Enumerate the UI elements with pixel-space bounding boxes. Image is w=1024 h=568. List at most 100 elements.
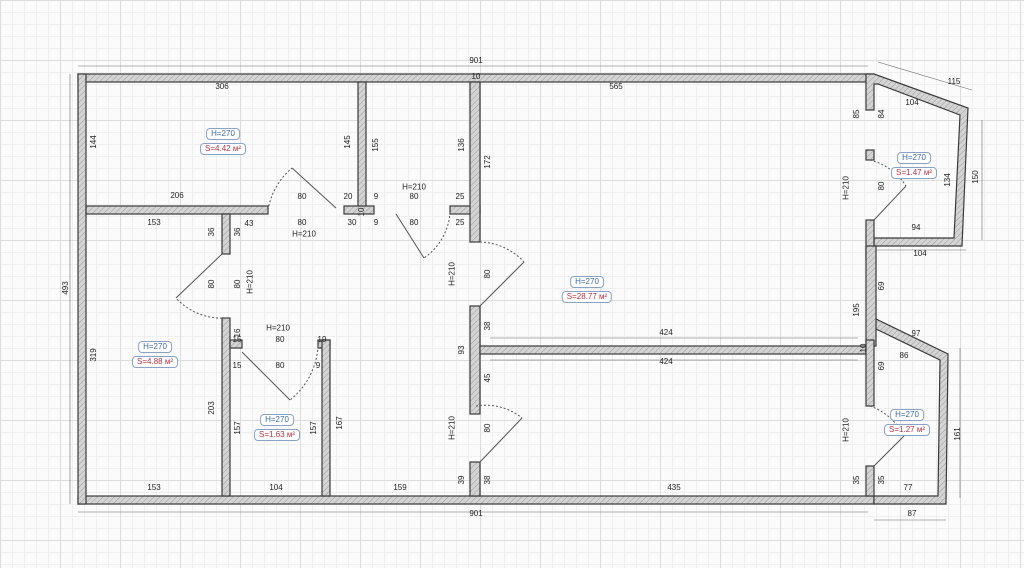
dim-80a: 80 xyxy=(297,192,307,201)
dim-25b: 25 xyxy=(455,218,465,227)
dim-77: 77 xyxy=(903,483,913,492)
wall-r1-bottom-left xyxy=(85,205,269,215)
dim-43: 43 xyxy=(244,219,254,228)
door-height-label: H=210 xyxy=(447,416,457,440)
dim-80i: 80 xyxy=(483,269,492,279)
wall-corr-right-mid xyxy=(469,305,481,415)
dim-bay-top-right: 150 xyxy=(971,170,980,184)
walls xyxy=(77,73,969,505)
dim-36b: 36 xyxy=(233,227,242,237)
door-swing xyxy=(175,253,227,319)
dim-424b: 424 xyxy=(659,357,673,366)
door-height-label: H=210 xyxy=(266,323,290,333)
dim-9b: 9 xyxy=(373,218,379,227)
dim-bay-bottom-bottom: 87 xyxy=(907,509,917,518)
door-swing xyxy=(869,405,905,467)
room-area-label: S=1.47 м² xyxy=(891,167,937,179)
dim-10a: 10 xyxy=(357,207,366,217)
dim-25a: 25 xyxy=(455,192,465,201)
dim-144: 144 xyxy=(89,135,98,149)
dim-bay-top-top: 115 xyxy=(947,77,961,86)
dim-145: 145 xyxy=(343,135,352,149)
dim-80j: 80 xyxy=(483,423,492,433)
room-height-label: H=270 xyxy=(897,152,931,164)
dim-35b: 35 xyxy=(877,475,886,485)
door-height-label: H=210 xyxy=(292,229,316,239)
wall-bay-top xyxy=(865,73,969,247)
dim-9c: 9 xyxy=(315,361,321,370)
room-area-label: S=1.27 м² xyxy=(884,424,930,436)
wall-outer-left xyxy=(77,73,87,505)
dim-80f: 80 xyxy=(233,279,242,289)
dim-206: 206 xyxy=(170,191,184,200)
dim-424a: 424 xyxy=(659,328,673,337)
dim-38b: 38 xyxy=(483,475,492,485)
room-height-label: H=270 xyxy=(138,341,172,353)
door-height-label: H=210 xyxy=(841,176,851,200)
wall-r2-right-low xyxy=(221,317,231,497)
dim-35a: 35 xyxy=(852,475,861,485)
dim-80e: 80 xyxy=(207,279,216,289)
door-swing xyxy=(475,241,525,307)
dim-84: 84 xyxy=(877,109,886,119)
dim-69b: 69 xyxy=(877,361,886,371)
dim-94: 94 xyxy=(911,223,921,232)
dim-172: 172 xyxy=(483,155,492,169)
dim-69a: 69 xyxy=(877,281,886,291)
wall-corr-right-low xyxy=(469,461,481,497)
dim-10b: 10 xyxy=(859,343,868,353)
wall-r2-right xyxy=(221,213,231,255)
door-height-label: H=210 xyxy=(402,182,426,192)
door-height-label: H=210 xyxy=(841,418,851,442)
dim-153b: 153 xyxy=(147,483,161,492)
dim-80k: 80 xyxy=(877,181,886,191)
dim-bay-top-diag: 104 xyxy=(905,98,919,107)
dim-19: 19 xyxy=(317,335,327,344)
door-height-label: H=210 xyxy=(447,262,457,286)
dim-155: 155 xyxy=(371,138,380,152)
wall-right-mid xyxy=(865,245,877,347)
dim-15b: 15 xyxy=(232,361,242,370)
dim-319: 319 xyxy=(89,348,98,362)
wall-r3-right xyxy=(321,339,331,497)
dim-565: 565 xyxy=(609,82,623,91)
dim-136: 136 xyxy=(457,138,466,152)
doors xyxy=(175,159,907,467)
dim-195: 195 xyxy=(852,303,861,317)
dim-9a: 9 xyxy=(373,192,379,201)
room-height-label: H=270 xyxy=(260,414,294,426)
door-swing xyxy=(395,211,451,259)
wall-r3-top xyxy=(229,339,243,349)
wall-r1-bottom-right xyxy=(343,205,375,215)
door-swing xyxy=(267,167,337,211)
dim-435: 435 xyxy=(667,483,681,492)
dim-45: 45 xyxy=(483,373,492,383)
wall-corr-right xyxy=(469,81,481,243)
dim-top-gap: 10 xyxy=(471,72,481,81)
dim-80g: 80 xyxy=(275,335,285,344)
dim-15a: 15 xyxy=(232,335,242,344)
dim-39: 39 xyxy=(457,475,466,485)
dim-306: 306 xyxy=(215,82,229,91)
wall-bay-top-link xyxy=(865,149,875,161)
room-area-label: S=28.77 м² xyxy=(561,291,613,303)
dim-157a: 157 xyxy=(233,421,242,435)
dim-overall-bottom: 901 xyxy=(469,509,483,518)
dim-overall-top: 901 xyxy=(469,56,483,65)
dim-80d: 80 xyxy=(409,218,419,227)
dim-30: 30 xyxy=(347,218,357,227)
dim-93: 93 xyxy=(457,345,466,355)
dim-80c: 80 xyxy=(409,192,419,201)
dimension-lines xyxy=(69,61,983,521)
dim-bay-bottom-right: 161 xyxy=(953,427,962,441)
room-height-label: H=270 xyxy=(206,128,240,140)
room-height-label: H=270 xyxy=(890,409,924,421)
dim-80h: 80 xyxy=(275,361,285,370)
room-area-label: S=4.88 м² xyxy=(132,356,178,368)
wall-bay-bottom-low xyxy=(865,465,875,497)
wall-r1-right xyxy=(357,81,367,213)
dim-157b: 157 xyxy=(309,421,318,435)
dim-104c: 104 xyxy=(269,483,283,492)
wall-r4-bottom xyxy=(479,345,867,355)
